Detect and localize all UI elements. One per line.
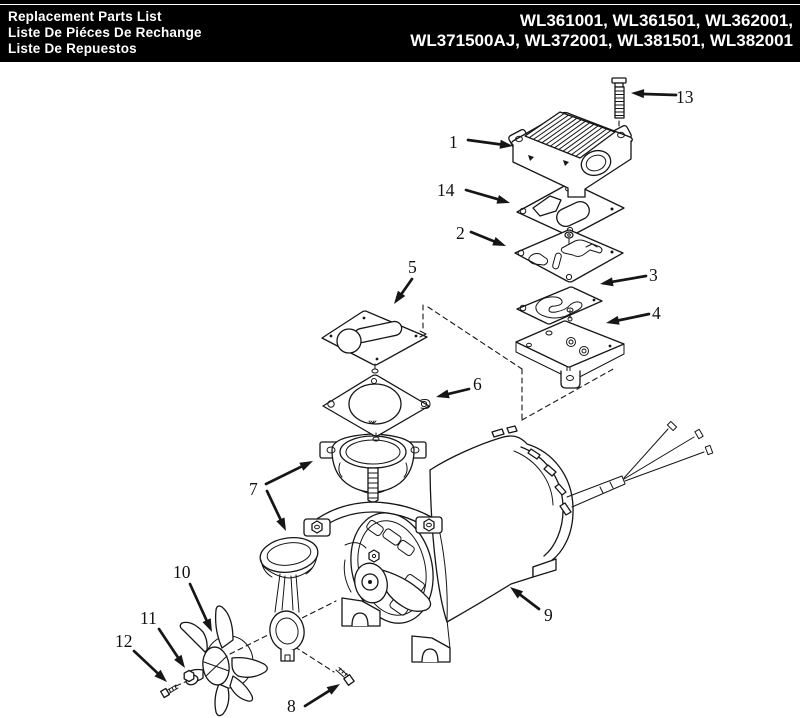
callout-label-11: 11 [140, 608, 157, 628]
title-spanish: Liste De Repuestos [8, 40, 137, 56]
part-1-cylinder-head [508, 111, 633, 198]
arrow-12 [132, 649, 167, 682]
arrow-7-lower [265, 489, 286, 531]
callout-label-8: 8 [287, 696, 296, 716]
callout-label-6: 6 [473, 374, 482, 394]
arrow-10 [188, 582, 212, 632]
callout-label-5: 5 [408, 257, 417, 277]
crank-counterweight [381, 569, 432, 612]
title-english: Replacement Parts List [8, 9, 162, 24]
crankcase-bolt [368, 549, 380, 563]
arrow-7-upper [264, 461, 313, 486]
callout-label-13: 13 [676, 87, 694, 107]
arrow-6 [436, 387, 471, 399]
part-5-gasket-plate [321, 310, 428, 374]
head-cooling-fins [524, 111, 616, 159]
arrow-2 [469, 230, 506, 246]
callout-arrows [132, 89, 678, 708]
title-french: Liste De Piéces De Rechange [8, 24, 202, 40]
motor-foot-tab [532, 558, 557, 578]
arrow-11 [157, 627, 185, 668]
part-2-valve-plate [514, 229, 624, 283]
callout-label-9: 9 [544, 605, 553, 625]
callout-label-14: 14 [437, 180, 455, 200]
mounting-foot-right [411, 635, 451, 663]
arrow-4 [606, 312, 651, 325]
part-7-piston-rod [259, 537, 319, 662]
part-11-fan-nut [183, 669, 199, 686]
part-6-cylinder-gasket [322, 374, 431, 442]
callout-label-7: 7 [249, 479, 258, 499]
crankcase-pump-body [303, 501, 451, 663]
mounting-foot-left [341, 597, 381, 627]
header-pinstripe [0, 4, 800, 5]
callout-labels: 1 2 3 4 5 6 7 8 9 10 11 12 13 14 [115, 87, 694, 716]
arrow-8 [303, 684, 340, 708]
cylinder-clamp-bracket [303, 501, 443, 537]
callout-label-3: 3 [649, 265, 658, 285]
callout-label-10: 10 [173, 562, 191, 582]
part-8-rod-bolt [335, 667, 355, 686]
arrow-3 [600, 274, 648, 287]
header-titles: Replacement Parts List Liste De Piéces D… [8, 9, 202, 56]
part-10-fan [179, 605, 268, 717]
header-model-numbers: WL361001, WL361501, WL362001, WL371500AJ… [410, 11, 793, 51]
part-13-head-bolt [611, 77, 627, 119]
part-7-cylinder-sleeve [319, 433, 427, 503]
header-bar: Replacement Parts List Liste De Piéces D… [0, 0, 800, 62]
part-9-motor [429, 420, 714, 623]
motor-lead-wires [566, 420, 714, 508]
callout-label-2: 2 [456, 223, 465, 243]
sleeve-stud [367, 467, 379, 503]
arrow-14 [464, 188, 510, 204]
part-4-valve-plate-lower [515, 320, 625, 389]
callout-label-12: 12 [115, 631, 133, 651]
part-12-fan-screw [160, 684, 179, 699]
arrow-1 [466, 138, 513, 149]
head-intake-port [580, 149, 612, 177]
callout-label-4: 4 [652, 303, 661, 323]
callout-label-1: 1 [449, 132, 458, 152]
arrow-5 [394, 277, 414, 304]
model-numbers-line-2: WL371500AJ, WL372001, WL381501, WL382001 [410, 31, 793, 50]
arrow-9 [510, 587, 541, 611]
part-3-valve-gasket [516, 286, 603, 325]
model-numbers-line-1: WL361001, WL361501, WL362001, [519, 11, 793, 30]
motor-vent-tabs [491, 425, 572, 516]
arrow-13 [631, 89, 678, 99]
